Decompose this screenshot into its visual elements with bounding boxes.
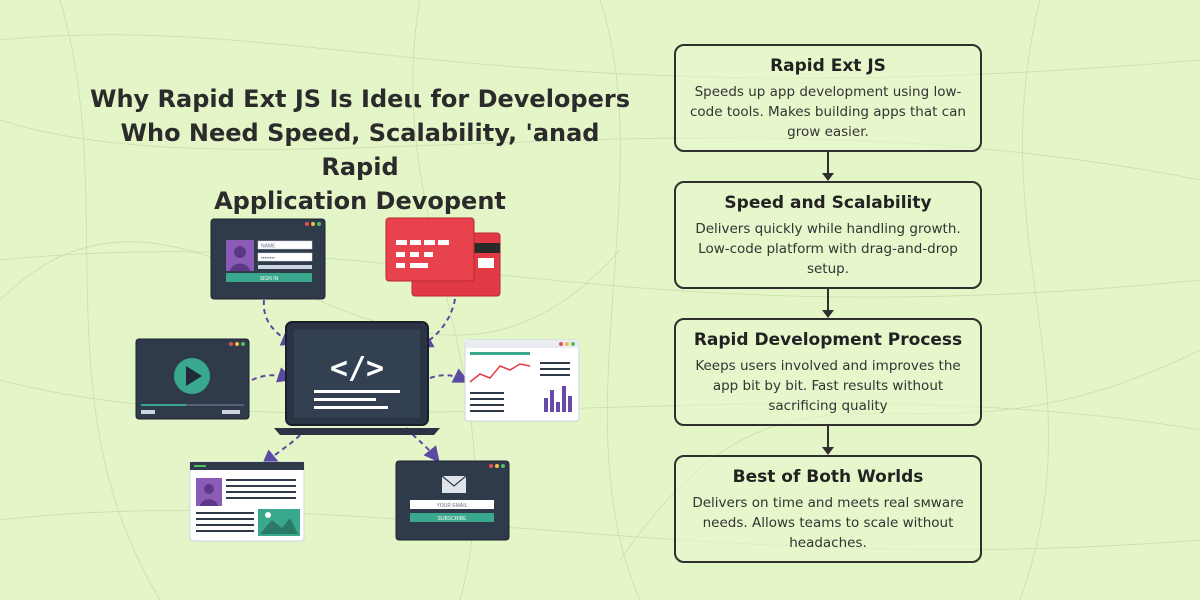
laptop: </> [274,321,440,435]
video-player-window [135,338,250,420]
step-box-3: Rapid Development Process Keeps users in… [674,318,982,426]
step-3-text: Keeps users involved and improves the ap… [695,358,961,414]
profile-window [189,461,305,542]
page-title: Why Rapid Ext JS Is Ideιι for Developers… [90,82,630,218]
step-4-title: Best of Both Worlds [732,467,924,487]
step-3-title: Rapid Development Process [693,330,963,350]
developer-illustration: NAME •••••••• SIGN IN </> [135,217,580,542]
flow-arrow-1 [822,152,834,181]
newsletter-email-field: YOUR EMAIL [437,503,468,509]
title-line-3: Application Devopent [214,187,506,215]
title-line-1: Why Rapid Ext JS Is Ideιι for Developers [90,85,630,113]
credit-card-graphic [385,217,501,297]
newsletter-window: YOUR EMAIL SUBSCRIBE [395,460,510,541]
step-1-text: Speeds up app development using low-code… [690,84,966,140]
step-2-text: Delivers quickly while handling growth. … [695,221,961,277]
step-2-title: Speed and Scalability [724,193,932,213]
flow-arrow-3 [822,426,834,455]
connector-chart [429,368,470,383]
login-name-field: NAME [261,244,276,250]
step-box-2: Speed and Scalability Delivers quickly w… [674,181,982,289]
trend-line [469,363,531,383]
login-signin-button: SIGN IN [260,276,279,282]
connector-video [251,367,294,383]
code-icon: </> [330,351,384,386]
step-4-text: Delivers on time and meets real sмware n… [692,495,964,551]
step-box-1: Rapid Ext JS Speeds up app development u… [674,44,982,152]
newsletter-subscribe-button: SUBSCRIBE [438,516,468,522]
connector-profile [261,434,301,466]
login-password-field: •••••••• [261,256,275,262]
step-1-title: Rapid Ext JS [770,56,886,76]
login-window: NAME •••••••• SIGN IN [210,218,326,300]
title-line-2: Who Need Speed, Scalability, 'anad Rapid [120,119,600,181]
step-box-4: Best of Both Worlds Delivers on time and… [674,455,982,563]
flow-arrow-2 [822,289,834,318]
analytics-window [464,339,580,422]
